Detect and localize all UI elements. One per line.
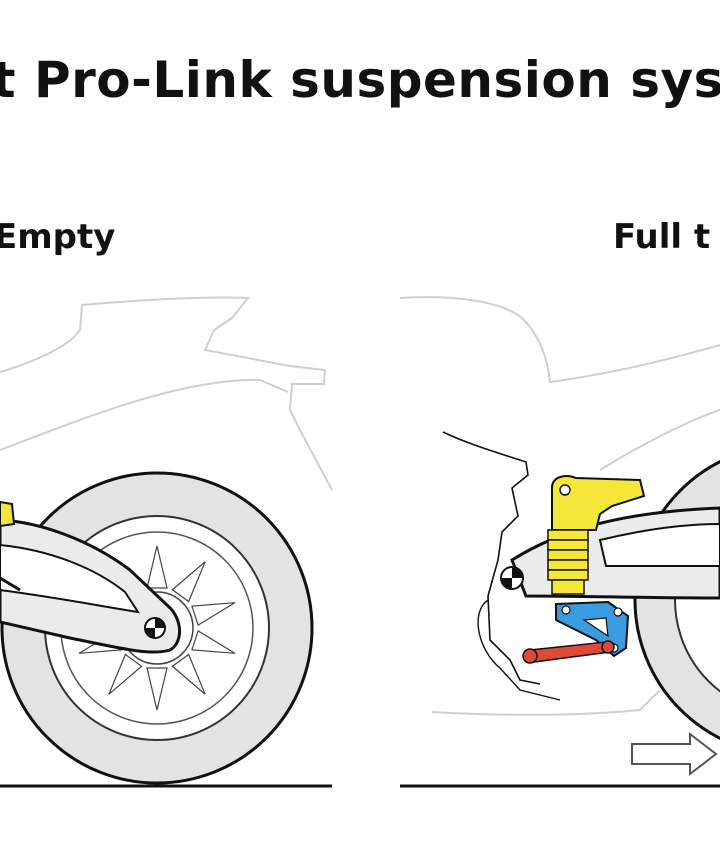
right-frame-outline [442,431,541,685]
right-lower-sketch [431,689,661,716]
direction-arrow-icon [631,731,718,777]
left-shock-absorber [0,500,16,528]
left-swingarm-inner [0,543,141,614]
diagram-title: it Pro-Link suspension syst [0,50,720,110]
right-panel [399,296,720,788]
right-rear-wheel [633,460,720,740]
panel-label-full: Full t [613,217,711,257]
panel-label-empty: Empty [0,217,116,257]
left-swingarm-strut [0,576,21,592]
left-axle-icon [144,617,166,639]
diagram-title-text: it Pro-Link suspension syst [0,51,720,109]
right-engine-outline [477,599,561,701]
left-bike-outline [0,296,333,491]
left-panel [0,296,333,788]
right-connecting-rod [522,640,615,664]
right-pivot-icon [500,566,524,590]
right-bike-outline [399,296,720,384]
left-bike-inner-line [0,378,289,451]
right-bike-inner-line [599,409,720,471]
right-shock-absorber [547,475,646,595]
right-swingarm-inner [598,522,720,568]
